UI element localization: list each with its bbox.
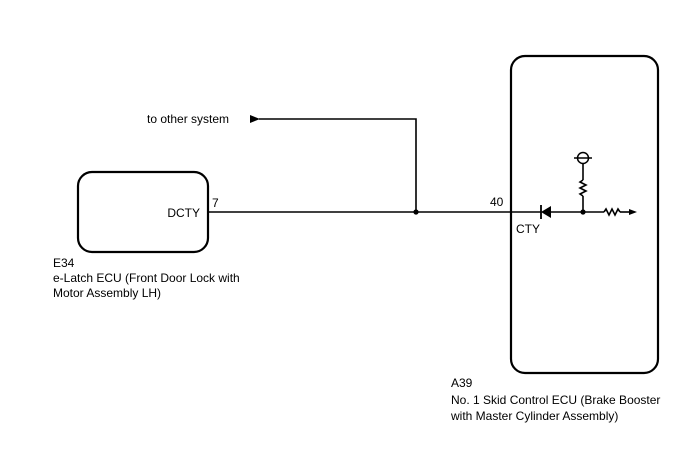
diode-icon [540,205,551,219]
internal-arrow-icon [629,209,637,215]
series-resistor-icon [603,207,621,217]
e34-terminal-name: DCTY [167,206,200,220]
a39-component-name-line1: No. 1 Skid Control ECU (Brake Booster [451,393,660,407]
power-supply-icon [574,151,592,165]
e34-component-name-line2: Motor Assembly LH) [53,286,161,300]
e34-pin-number: 7 [212,196,219,210]
other-system-label: to other system [147,112,229,126]
a39-terminal-name: CTY [516,222,540,236]
a39-connector-code: A39 [451,376,473,390]
a39-component-name-line2: with Master Cylinder Assembly) [450,409,618,423]
other-system-branch-wire [250,115,417,212]
e34-component-name-line1: e-Latch ECU (Front Door Lock with [53,271,240,285]
a39-pin-number: 40 [490,195,504,209]
a39-ecu-box [509,54,660,375]
e34-connector-code: E34 [53,256,75,270]
pullup-resistor-icon [578,179,588,197]
